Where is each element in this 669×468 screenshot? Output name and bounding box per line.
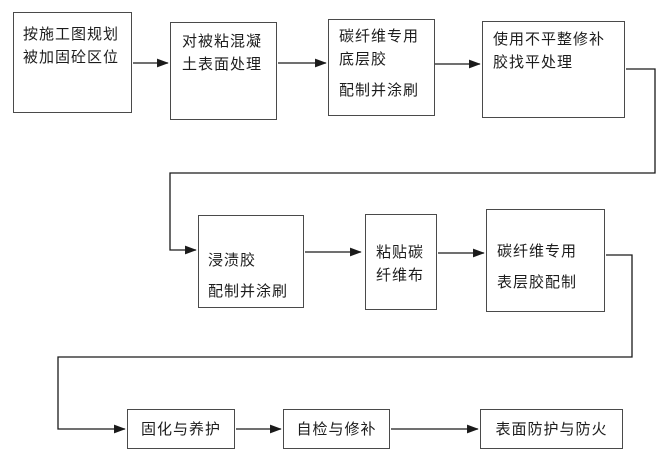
- box-line: 碳纤维专用: [339, 28, 420, 45]
- box-line: 碳纤维专用: [497, 243, 578, 260]
- step-box-curing: 固化与养护: [127, 409, 235, 449]
- box-line: 胶找平处理: [493, 54, 574, 71]
- step-box-top-layer-glue: 碳纤维专用表层胶配制: [486, 209, 605, 312]
- step-box-fireproof: 表面防护与防火: [480, 409, 623, 449]
- step-box-primer-glue: 碳纤维专用底层胶配制并涂刷: [328, 19, 435, 116]
- box-line: 表层胶配制: [497, 274, 578, 291]
- step-box-surface-treat: 对被粘混凝土表面处理: [170, 22, 277, 120]
- box-line: 对被粘混凝: [182, 33, 263, 50]
- step-box-plan-area: 按施工图规划被加固砼区位: [13, 12, 132, 113]
- box-line: 被加固砼区位: [23, 49, 120, 66]
- box-line: 底层胶: [339, 51, 388, 68]
- step-box-inspect: 自检与修补: [283, 409, 390, 449]
- box-line: 固化与养护: [140, 420, 221, 438]
- box-line: 浸渍胶: [208, 252, 257, 269]
- box-line: 按施工图规划: [23, 26, 120, 43]
- box-line: 土表面处理: [182, 56, 263, 73]
- box-line: 纤维布: [376, 267, 425, 284]
- box-line: 配制并涂刷: [208, 283, 289, 300]
- box-line: 粘贴碳: [376, 244, 425, 261]
- box-line: 配制并涂刷: [339, 82, 420, 99]
- box-line: 使用不平整修补: [493, 31, 606, 48]
- step-box-leveling-repair: 使用不平整修补胶找平处理: [482, 21, 625, 118]
- step-box-impregnate-glue: 浸渍胶配制并涂刷: [198, 215, 304, 308]
- step-box-paste-fiber: 粘贴碳纤维布: [365, 214, 437, 310]
- box-line: 表面防护与防火: [495, 420, 608, 438]
- box-line: 自检与修补: [296, 420, 377, 438]
